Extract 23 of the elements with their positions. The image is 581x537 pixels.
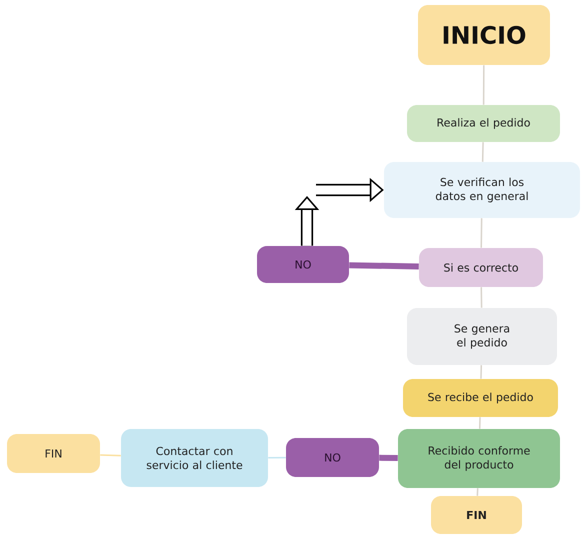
connector bbox=[482, 142, 484, 162]
process-box: Realiza el pedido bbox=[407, 105, 560, 142]
process-box: Se genera el pedido bbox=[407, 308, 557, 365]
process-box: Recibido conforme del producto bbox=[398, 429, 560, 488]
process-box: Se recibe el pedido bbox=[403, 379, 558, 417]
process-box: Se verifican los datos en general bbox=[384, 162, 580, 218]
process-box: NO bbox=[286, 438, 379, 477]
connector bbox=[268, 456, 286, 458]
process-box: FIN bbox=[7, 434, 100, 473]
connector bbox=[480, 365, 482, 379]
process-box: INICIO bbox=[418, 5, 550, 65]
connector bbox=[379, 454, 398, 461]
connector bbox=[482, 65, 485, 105]
connector bbox=[480, 287, 482, 308]
process-box: Contactar con servicio al cliente bbox=[121, 429, 268, 487]
process-box: FIN bbox=[431, 496, 522, 534]
connector bbox=[100, 454, 121, 456]
process-box: Si es correcto bbox=[419, 248, 543, 287]
connector bbox=[478, 417, 481, 429]
connector bbox=[476, 488, 478, 496]
process-box: NO bbox=[257, 246, 349, 283]
connector bbox=[480, 218, 482, 248]
connector bbox=[349, 262, 419, 270]
